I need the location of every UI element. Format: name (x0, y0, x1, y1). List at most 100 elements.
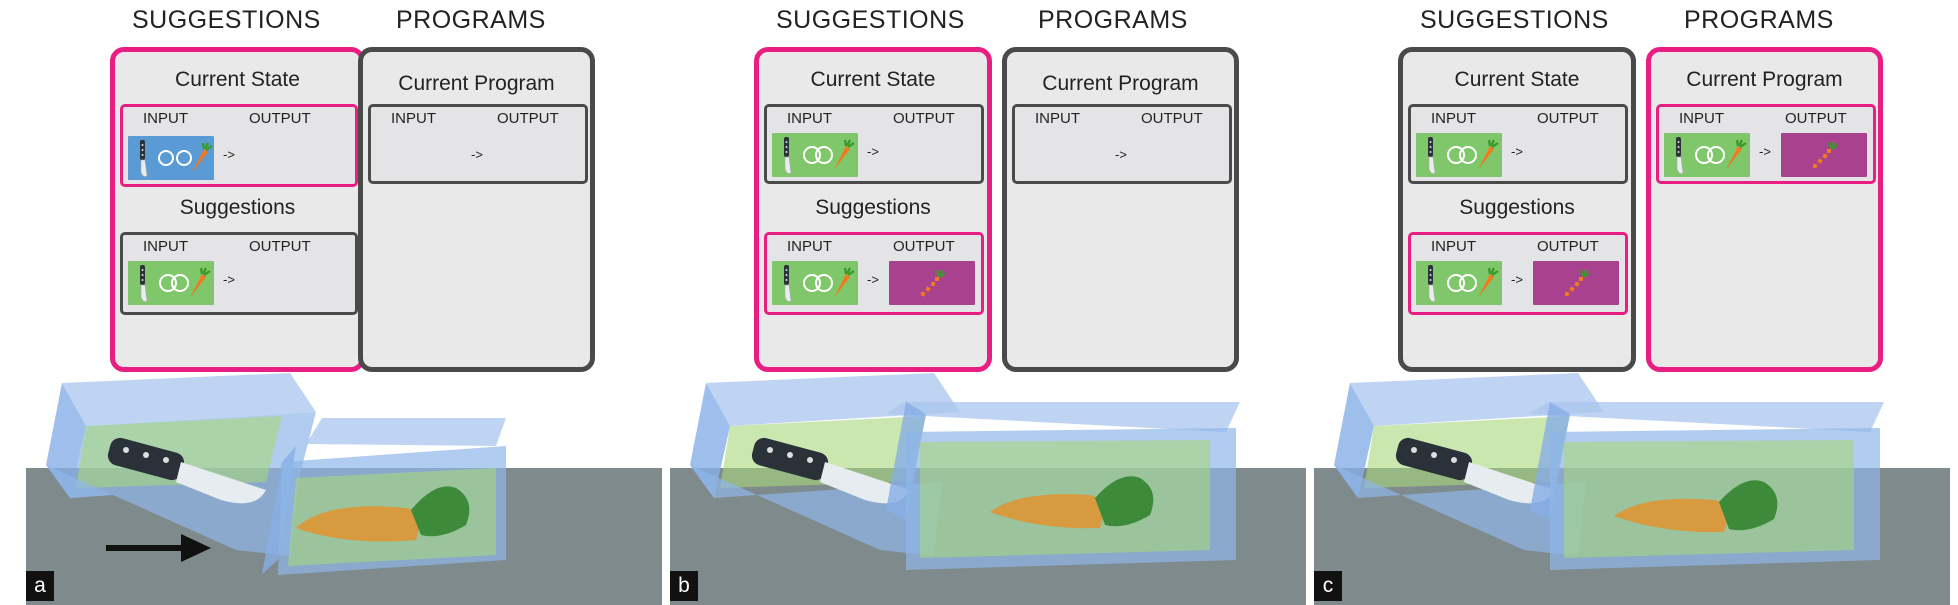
output-icons (1563, 268, 1591, 298)
arrow-text: -> (223, 272, 235, 287)
knife-object (107, 437, 266, 504)
input-green-swatch (1664, 133, 1750, 177)
arrow-text: -> (867, 144, 879, 159)
current-state-title: Current State (175, 68, 300, 91)
suggestions-heading: SUGGESTIONS (1420, 6, 1609, 34)
suggestions-heading: SUGGESTIONS (776, 6, 965, 34)
carrot-object (1614, 480, 1778, 533)
current-program-slot[interactable]: INPUT OUTPUT -> (1656, 104, 1876, 184)
knife-icon (1427, 136, 1436, 174)
suggestions-box[interactable]: Current State INPUT OUTPUT -> Suggestion… (1398, 47, 1636, 372)
output-icons (919, 268, 947, 298)
panel-c: SUGGESTIONS PROGRAMS Current State INPUT… (1308, 0, 1950, 605)
input-label: INPUT (1431, 110, 1476, 127)
input-icons (139, 264, 212, 302)
current-state-title: Current State (810, 68, 936, 91)
suggestions-heading: SUGGESTIONS (132, 6, 321, 34)
knife-icon (139, 264, 148, 302)
knife-icon (783, 264, 792, 302)
current-program-slot[interactable]: INPUT OUTPUT -> (368, 104, 588, 184)
carrot-bounding-box (886, 402, 1240, 570)
current-state-slot[interactable]: INPUT OUTPUT -> (1408, 104, 1628, 184)
input-icons (1427, 136, 1500, 174)
carrot-object (296, 486, 470, 542)
input-label: INPUT (787, 110, 832, 127)
arrow-text: -> (1115, 147, 1127, 162)
scene-b: b (670, 350, 1306, 605)
current-program-title: Current Program (1686, 68, 1843, 91)
rings-icon (158, 150, 192, 166)
current-program-slot[interactable]: INPUT OUTPUT -> (1012, 104, 1232, 184)
output-label: OUTPUT (893, 238, 955, 255)
knife-icon (1427, 264, 1436, 302)
current-state-slot[interactable]: INPUT OUTPUT -> (120, 104, 358, 187)
input-green-swatch (1416, 261, 1502, 305)
carrot-icon (190, 141, 214, 175)
rings-icon (159, 274, 189, 292)
carrot-icon (188, 266, 212, 300)
programs-box[interactable]: Current Program INPUT OUTPUT -> (1646, 47, 1883, 372)
arrow-text: -> (1511, 272, 1523, 287)
input-label: INPUT (391, 110, 436, 127)
suggestions-title: Suggestions (815, 196, 931, 219)
input-label: INPUT (1035, 110, 1080, 127)
output-label: OUTPUT (249, 238, 311, 255)
output-label: OUTPUT (893, 110, 955, 127)
programs-box[interactable]: Current Program INPUT OUTPUT -> (358, 47, 595, 372)
knife-icon (1675, 136, 1684, 174)
input-label: INPUT (787, 238, 832, 255)
output-label: OUTPUT (1785, 110, 1847, 127)
arrow-text: -> (1511, 144, 1523, 159)
rings-icon (803, 274, 833, 292)
current-program-title: Current Program (1042, 72, 1199, 95)
carrot-icon (832, 266, 856, 300)
input-blue-swatch (128, 136, 214, 180)
input-label: INPUT (1431, 238, 1476, 255)
panel-label: c (1314, 571, 1342, 601)
carrot-icon (1724, 138, 1748, 172)
input-green-swatch (772, 261, 858, 305)
suggestion-slot[interactable]: INPUT OUTPUT -> (120, 232, 358, 315)
suggestions-box[interactable]: Current State INPUT OUTPUT -> Suggestion… (754, 47, 992, 372)
suggestions-title: Suggestions (1459, 196, 1575, 219)
current-state-slot[interactable]: INPUT OUTPUT -> (764, 104, 984, 184)
suggestion-slot[interactable]: INPUT OUTPUT -> (764, 232, 984, 315)
knife-object (1395, 437, 1554, 504)
suggestion-slot[interactable]: INPUT OUTPUT -> (1408, 232, 1628, 315)
arrow-text: -> (867, 272, 879, 287)
carrot-icon (1476, 266, 1500, 300)
output-label: OUTPUT (1141, 110, 1203, 127)
input-icons (139, 139, 214, 177)
scene-illustration (1314, 373, 1950, 605)
input-green-swatch (128, 261, 214, 305)
carrot-object (990, 476, 1154, 529)
output-label: OUTPUT (497, 110, 559, 127)
scene-c: c (1314, 350, 1950, 605)
rings-icon (1695, 146, 1725, 164)
suggestions-box[interactable]: Current State INPUT OUTPUT -> Suggestion… (110, 47, 365, 372)
rings-icon (1447, 146, 1477, 164)
arrow-text: -> (471, 147, 483, 162)
panel-a: SUGGESTIONS PROGRAMS Current State INPUT… (20, 0, 662, 605)
carrot-bounding-box (1530, 402, 1884, 570)
programs-heading: PROGRAMS (1038, 6, 1188, 34)
panel-label: a (26, 571, 54, 601)
output-icons (1811, 140, 1839, 170)
programs-heading: PROGRAMS (1684, 6, 1834, 34)
panel-label: b (670, 571, 698, 601)
chopped-carrot-icon (919, 268, 947, 298)
knife-icon (139, 139, 148, 177)
input-label: INPUT (1679, 110, 1724, 127)
carrot-icon (1476, 138, 1500, 172)
arrow-text: -> (1759, 144, 1771, 159)
programs-box[interactable]: Current Program INPUT OUTPUT -> (1002, 47, 1239, 372)
input-label: INPUT (143, 238, 188, 255)
input-label: INPUT (143, 110, 188, 127)
scene-a: a (26, 350, 662, 605)
knife-icon (783, 136, 792, 174)
input-green-swatch (1416, 133, 1502, 177)
panel-b: SUGGESTIONS PROGRAMS Current State INPUT… (664, 0, 1306, 605)
carrot-icon (832, 138, 856, 172)
scene-illustration (670, 373, 1306, 605)
knife-object (751, 437, 910, 504)
